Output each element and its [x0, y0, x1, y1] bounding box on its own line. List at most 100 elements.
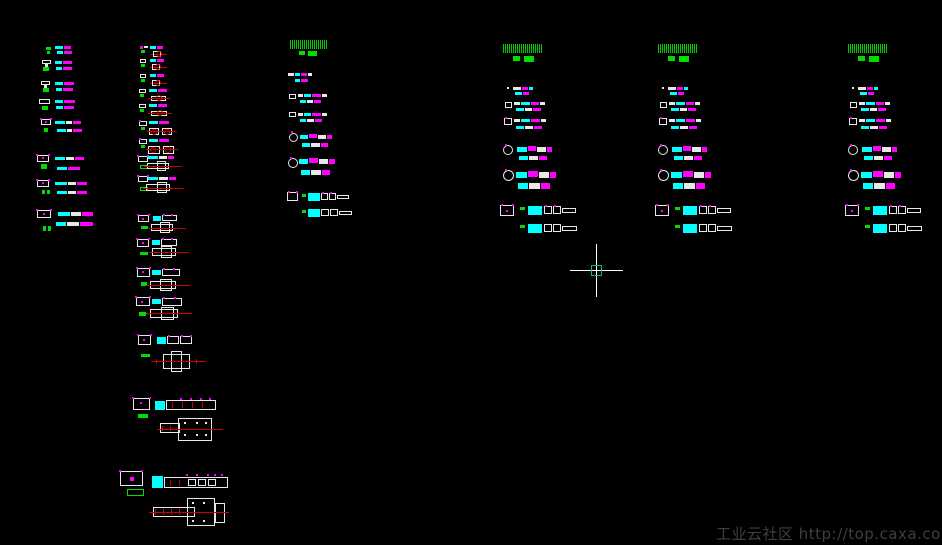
- column-2-shape: [147, 175, 149, 177]
- column-2-shape: [155, 509, 156, 515]
- column-3-shape: [319, 159, 328, 164]
- detail-columns-shape: [696, 183, 705, 189]
- detail-columns-shape: [540, 102, 545, 105]
- column-3-shape: [304, 94, 311, 97]
- detail-columns-shape: [874, 87, 878, 90]
- column-2-shape: [144, 46, 148, 48]
- column-3-shape: [301, 79, 308, 82]
- column-3-shape: [339, 211, 352, 215]
- detail-columns-shape: [694, 172, 704, 178]
- column-2-shape: [156, 359, 157, 364]
- column-1-shape: [66, 157, 74, 160]
- detail-columns-shape: [859, 119, 865, 122]
- detail-columns-shape: [534, 126, 542, 129]
- detail-columns-shape: [562, 226, 577, 231]
- detail-columns-shape: [848, 145, 858, 155]
- column-3-shape: [288, 191, 290, 193]
- column-2-shape: [140, 252, 148, 255]
- column-1-shape: [73, 121, 81, 124]
- column-2-shape: [188, 479, 196, 486]
- column-2-shape: [203, 502, 205, 504]
- detail-columns-shape: [503, 145, 513, 155]
- detail-columns-shape: [850, 117, 852, 119]
- column-2-shape: [159, 139, 169, 142]
- column-2-shape: [150, 74, 156, 77]
- detail-columns-shape: [850, 144, 852, 146]
- column-1-shape: [67, 129, 72, 132]
- detail-columns-shape: [528, 171, 538, 177]
- column-2-shape: [136, 238, 138, 240]
- detail-columns-shape: [660, 169, 662, 171]
- column-2-shape: [169, 177, 176, 180]
- column-1-shape: [55, 82, 63, 85]
- column-2-shape: [196, 359, 197, 364]
- detail-columns-shape: [898, 206, 906, 214]
- detail-columns-shape: [662, 87, 664, 89]
- column-2-shape: [174, 297, 176, 299]
- detail-columns-shape: [700, 205, 702, 207]
- column-1-shape: [68, 182, 76, 185]
- column-2-shape: [144, 166, 182, 167]
- detail-columns-shape: [708, 224, 716, 232]
- detail-columns-shape: [857, 204, 859, 206]
- column-2-shape: [146, 184, 170, 191]
- column-2-shape: [140, 109, 144, 112]
- column-2-shape: [196, 422, 198, 424]
- detail-columns-shape: [717, 208, 731, 213]
- column-1-shape: [75, 157, 84, 160]
- column-3-shape: [307, 119, 314, 122]
- column-1-shape: [71, 212, 81, 216]
- column-1-shape: [55, 182, 67, 185]
- detail-columns-shape: [870, 108, 877, 111]
- detail-columns-shape: [533, 108, 541, 111]
- column-1-shape: [42, 190, 45, 194]
- column-2-shape: [142, 218, 144, 220]
- detail-columns-shape: [514, 119, 520, 122]
- column-3-shape: [298, 94, 303, 97]
- detail-columns-shape: [852, 87, 854, 89]
- detail-columns-shape: [864, 156, 873, 160]
- column-2-shape: [141, 226, 148, 229]
- detail-columns-shape: [884, 172, 894, 178]
- column-1-shape: [73, 129, 82, 132]
- column-2-shape: [139, 104, 146, 108]
- detail-columns-shape: [516, 126, 524, 129]
- detail-columns-shape: [866, 119, 875, 122]
- detail-columns-shape: [522, 87, 528, 90]
- column-2-shape: [140, 94, 144, 97]
- detail-columns-shape: [876, 119, 885, 122]
- detail-columns-shape: [547, 147, 552, 152]
- column-2-shape: [141, 79, 145, 82]
- column-2-shape: [221, 474, 223, 476]
- detail-columns-shape: [671, 126, 679, 129]
- column-1-shape: [57, 129, 66, 132]
- column-2-shape: [156, 95, 162, 101]
- detail-columns-shape: [899, 205, 901, 207]
- column-1-shape: [37, 155, 49, 162]
- detail-columns-shape: [524, 56, 534, 62]
- detail-columns-shape: [503, 170, 514, 181]
- column-3-shape: [327, 135, 332, 139]
- column-2-shape: [148, 177, 158, 180]
- column-2-shape: [157, 337, 166, 344]
- column-2-shape: [149, 397, 151, 399]
- column-1-shape: [64, 82, 74, 85]
- column-1-shape: [55, 157, 65, 160]
- detail-columns-shape: [660, 117, 662, 119]
- detail-columns-shape: [861, 126, 869, 129]
- column-2-shape: [196, 474, 198, 476]
- column-2-shape: [151, 361, 206, 362]
- detail-columns-shape: [851, 210, 853, 212]
- column-2-shape: [137, 155, 139, 157]
- detail-columns-shape: [889, 224, 897, 232]
- column-2-shape: [157, 74, 164, 77]
- column-2-shape: [171, 509, 172, 515]
- column-2-shape: [157, 46, 163, 49]
- column-2-shape: [152, 240, 160, 245]
- detail-columns-shape: [507, 87, 509, 89]
- column-3-shape: [312, 113, 321, 116]
- column-2-shape: [148, 238, 150, 240]
- column-3-shape: [308, 193, 320, 201]
- column-2-shape: [141, 50, 145, 53]
